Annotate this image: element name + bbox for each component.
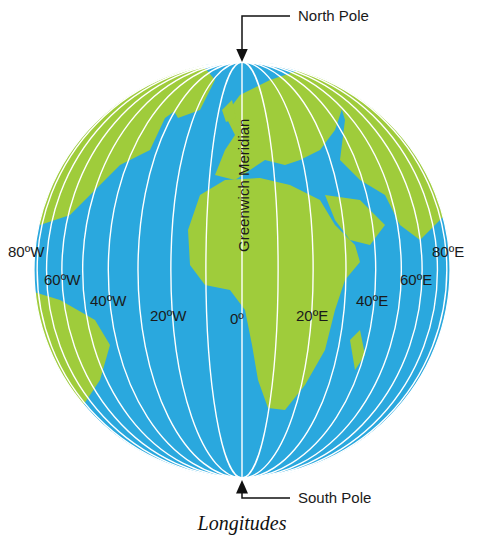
- meridian: [242, 62, 447, 478]
- longitude-label: 40ºW: [90, 293, 126, 310]
- meridian: [242, 62, 401, 478]
- longitude-label: 80ºE: [432, 244, 464, 261]
- meridian: [138, 62, 242, 478]
- ocean: [34, 62, 450, 478]
- meridian: [108, 62, 242, 478]
- meridian: [242, 62, 346, 478]
- meridian: [83, 62, 242, 478]
- meridian: [171, 62, 242, 478]
- longitude-label: 40ºE: [356, 293, 388, 310]
- globe-outline: [34, 62, 450, 478]
- meridian: [47, 62, 242, 478]
- meridian-label: Greenwich Meridian: [237, 118, 254, 251]
- meridian: [242, 62, 437, 478]
- meridian: [37, 62, 242, 478]
- meridian-lines: [37, 62, 447, 478]
- leader-line: [242, 486, 290, 498]
- longitude-label: 60ºW: [44, 272, 80, 289]
- longitude-label: 0º: [230, 311, 244, 328]
- longitude-label: 20ºE: [296, 308, 328, 325]
- pole-label: North Pole: [298, 8, 369, 25]
- longitude-label: 20ºW: [150, 308, 186, 325]
- meridian: [242, 62, 422, 478]
- pole-label: South Pole: [298, 490, 371, 507]
- longitude-label: 80ºW: [8, 244, 44, 261]
- leader-line: [242, 16, 290, 56]
- longitude-label: 60ºE: [400, 272, 432, 289]
- figure-caption: Longitudes: [198, 512, 287, 535]
- meridian: [62, 62, 242, 478]
